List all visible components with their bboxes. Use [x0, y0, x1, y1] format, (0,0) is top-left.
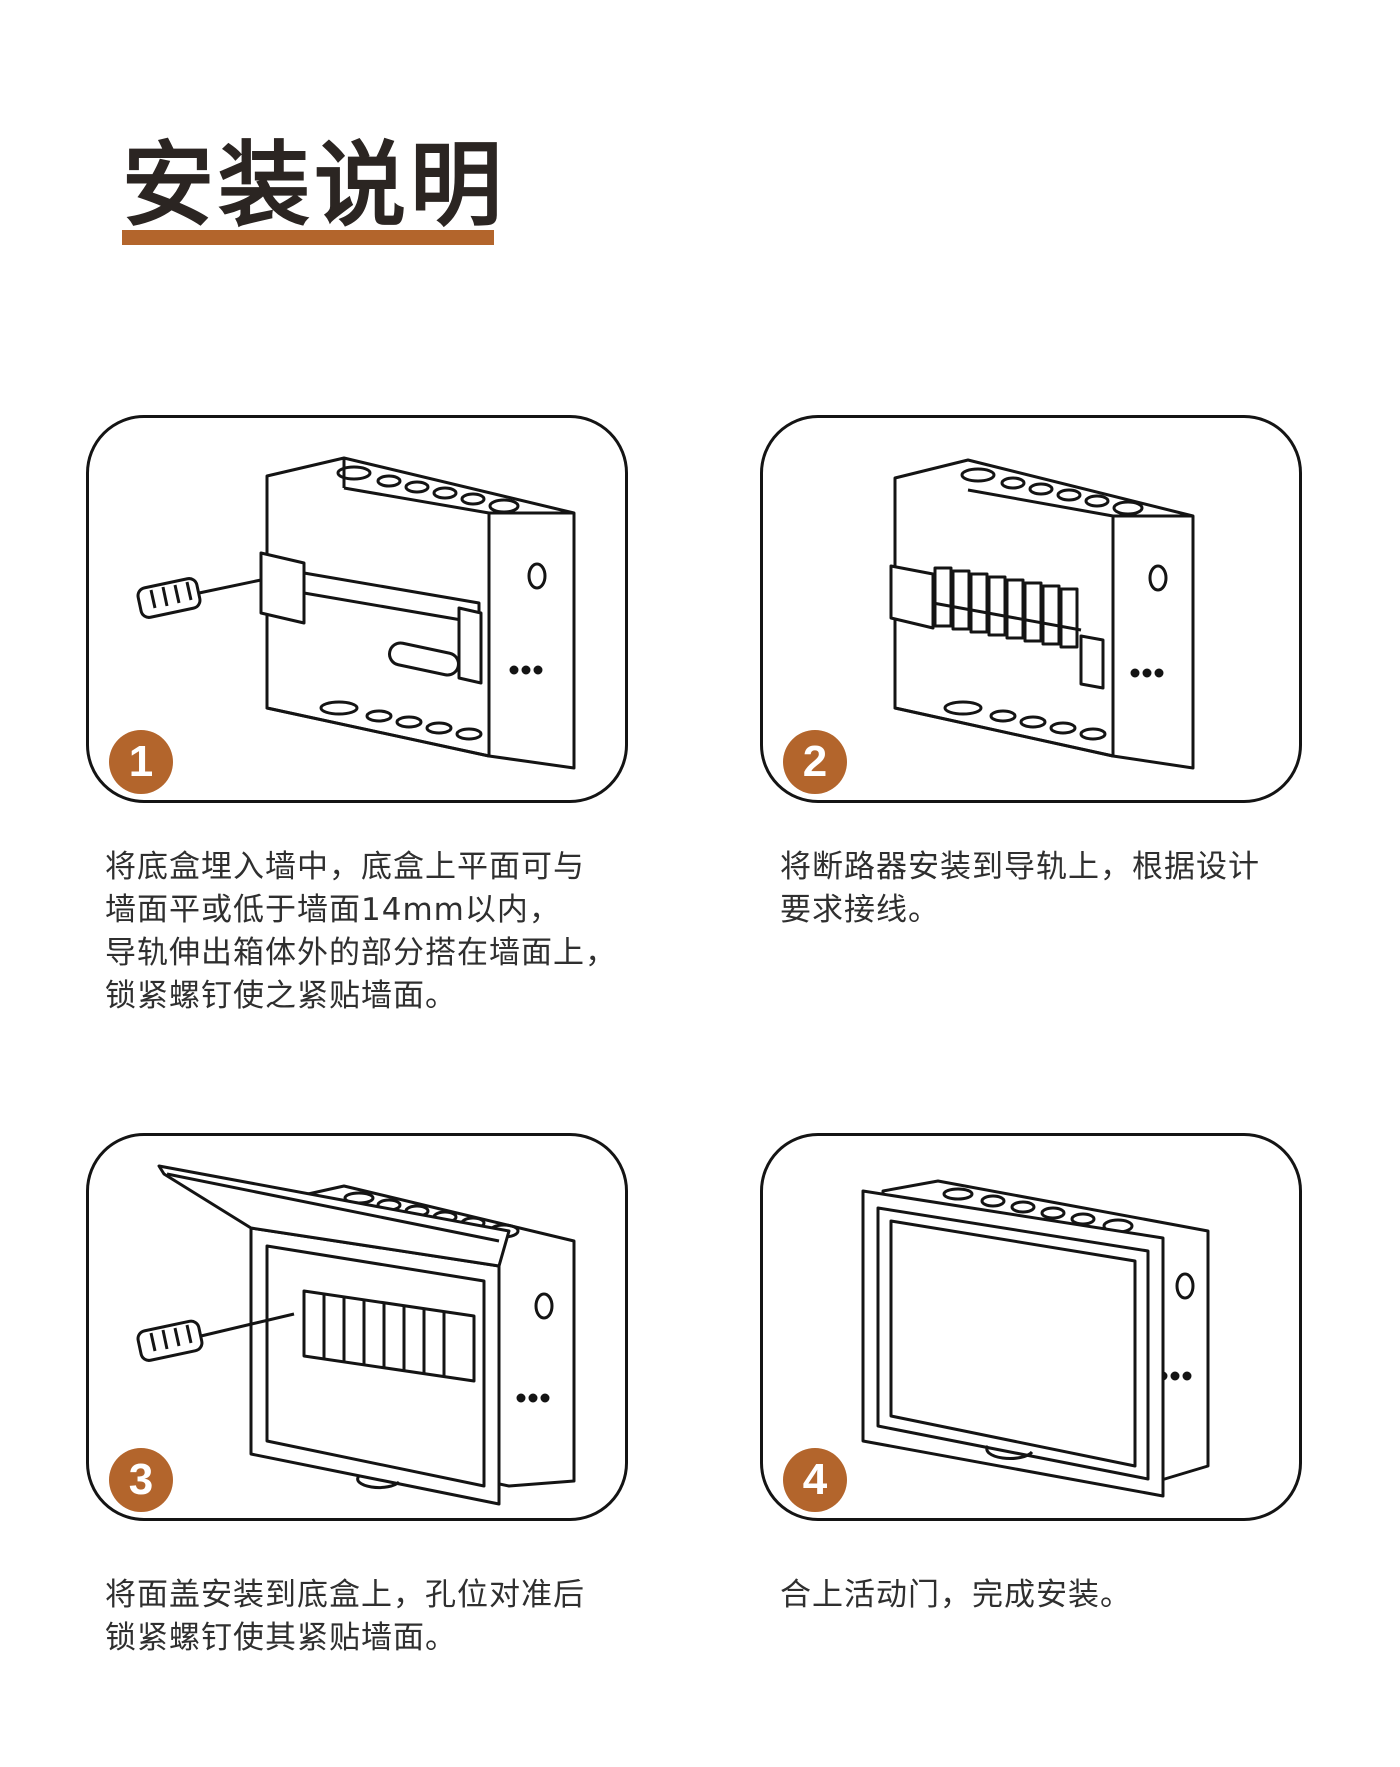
- step-number-badge: 3: [109, 1448, 173, 1512]
- description-line: 锁紧螺钉使其紧贴墙面。: [105, 1620, 457, 1656]
- breaker-install-illustration: [889, 458, 1195, 770]
- step-4-panel: 4: [760, 1133, 1302, 1521]
- description-line: 锁紧螺钉使之紧贴墙面。: [105, 978, 457, 1014]
- page-title: 安装说明: [122, 132, 507, 239]
- closed-box-illustration: [861, 1179, 1210, 1498]
- step-number-badge: 1: [109, 730, 173, 794]
- step-number-badge: 4: [783, 1448, 847, 1512]
- description-line: 将底盒埋入墙中，底盒上平面可与: [105, 849, 585, 885]
- step-4-description: 合上活动门，完成安装。: [780, 1574, 1132, 1617]
- description-line: 导轨伸出箱体外的部分搭在墙面上，: [105, 935, 617, 971]
- step-1-description: 将底盒埋入墙中，底盒上平面可与 墙面平或低于墙面14mm以内， 导轨伸出箱体外的…: [105, 846, 617, 1018]
- title-underline: [122, 230, 494, 245]
- description-line: 墙面平或低于墙面14mm以内，: [105, 892, 561, 928]
- step-2-description: 将断路器安装到导轨上，根据设计 要求接线。: [780, 846, 1260, 932]
- description-line: 合上活动门，完成安装。: [780, 1577, 1132, 1613]
- description-line: 将面盖安装到底盒上，孔位对准后: [105, 1577, 585, 1613]
- title-block: 安装说明: [122, 132, 507, 245]
- step-1-panel: 1: [86, 415, 628, 803]
- description-line: 将断路器安装到导轨上，根据设计: [780, 849, 1260, 885]
- step-2-panel: 2: [760, 415, 1302, 803]
- description-line: 要求接线。: [780, 892, 940, 928]
- step-3-description: 将面盖安装到底盒上，孔位对准后 锁紧螺钉使其紧贴墙面。: [105, 1574, 585, 1660]
- back-box-illustration: [136, 456, 576, 770]
- step-3-panel: 3: [86, 1133, 628, 1521]
- cover-install-illustration: [136, 1164, 576, 1506]
- step-number-badge: 2: [783, 730, 847, 794]
